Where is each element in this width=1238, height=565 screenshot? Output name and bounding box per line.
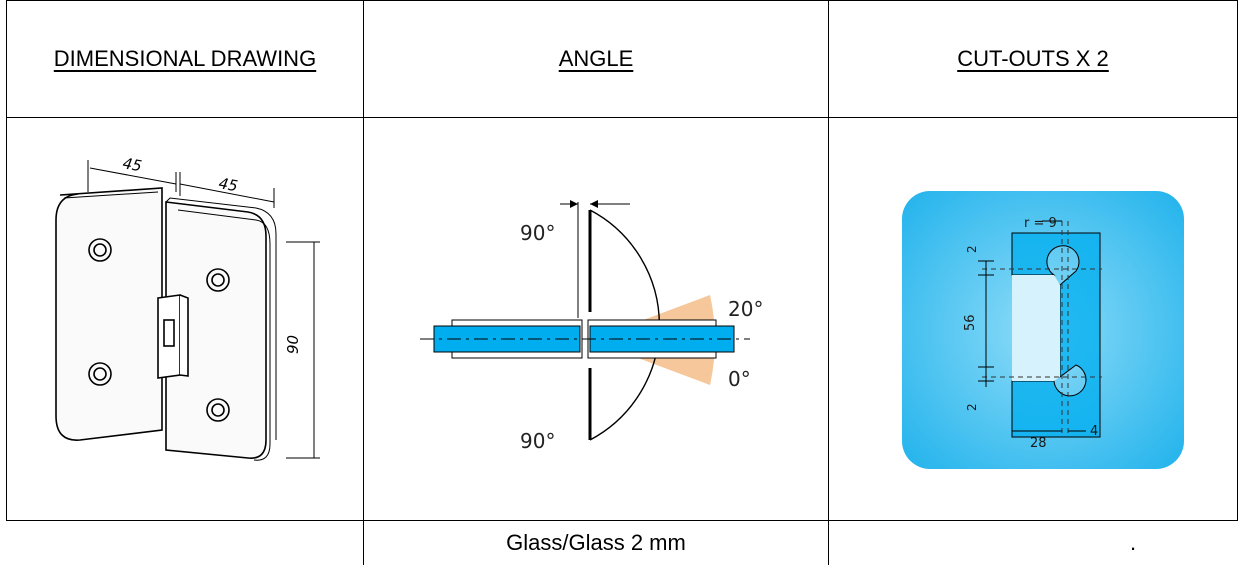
table-border-bottom xyxy=(6,520,1238,521)
cutout-depth: 28 xyxy=(1030,436,1047,451)
header-cutouts: CUT-OUTS X 2 xyxy=(957,45,1109,71)
cutout-drawing: r = 9 2 56 2 28 4 xyxy=(902,191,1184,469)
header-angle: ANGLE xyxy=(558,45,634,71)
dim-width-left: 45 xyxy=(121,154,143,175)
table-border-left xyxy=(6,0,7,521)
table-border-col1 xyxy=(363,0,364,565)
angle-label-0: 0° xyxy=(728,367,751,391)
dimensional-drawing: 45 45 90 xyxy=(55,154,320,461)
footer-right-dot: . xyxy=(1130,529,1137,555)
header-dimensional-drawing: DIMENSIONAL DRAWING xyxy=(53,45,317,71)
footer-glass-thickness: Glass/Glass 2 mm xyxy=(506,529,686,555)
angle-label-20: 20° xyxy=(728,297,763,321)
dim-width-right: 45 xyxy=(217,174,239,195)
cutout-offset: 4 xyxy=(1090,424,1098,439)
table-border-col2 xyxy=(828,0,829,565)
cutout-bottom-gap: 2 xyxy=(965,403,979,411)
cutout-middle: 56 xyxy=(963,314,978,331)
cutout-top-gap: 2 xyxy=(965,245,979,253)
cutout-radius: r = 9 xyxy=(1024,216,1057,231)
table-border-top xyxy=(6,0,1238,1)
dim-height: 90 xyxy=(284,335,302,354)
angle-drawing: 90° 20° 0° 90° xyxy=(420,200,763,453)
angle-label-90-top: 90° xyxy=(520,221,555,245)
table-border-row xyxy=(6,117,1238,118)
angle-label-90-bottom: 90° xyxy=(520,429,555,453)
